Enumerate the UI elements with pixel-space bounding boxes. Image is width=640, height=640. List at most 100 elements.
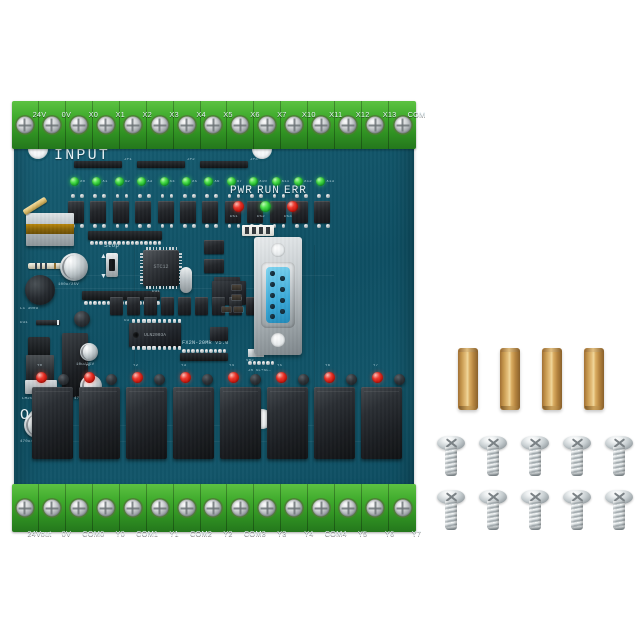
- terminal-screw-x4[interactable]: [174, 101, 201, 149]
- terminal-screw-y3[interactable]: [254, 484, 282, 532]
- terminal-screw-head[interactable]: [366, 116, 384, 134]
- terminal-screw-head[interactable]: [339, 116, 357, 134]
- terminal-screw-x5[interactable]: [201, 101, 228, 149]
- header-pad: [218, 349, 222, 353]
- terminal-screw-head[interactable]: [97, 116, 115, 134]
- terminal-screw-head[interactable]: [124, 499, 142, 517]
- terminal-screw-head[interactable]: [231, 499, 249, 517]
- input-optocoupler: [180, 201, 196, 223]
- terminal-screw-head[interactable]: [204, 116, 222, 134]
- terminal-screw-com4[interactable]: [308, 484, 336, 532]
- terminal-screw-head[interactable]: [258, 116, 276, 134]
- black-component-block: [62, 333, 88, 397]
- mcu-marking: STC12: [153, 264, 169, 271]
- terminal-screw-x1[interactable]: [93, 101, 120, 149]
- terminal-screw-head[interactable]: [70, 499, 88, 517]
- terminal-screw-head[interactable]: [70, 116, 88, 134]
- terminal-screw-com2[interactable]: [174, 484, 201, 532]
- terminal-screw-0v[interactable]: [39, 101, 66, 149]
- terminal-screw-head[interactable]: [97, 499, 115, 517]
- silkscreen-ref: JP2: [187, 158, 195, 162]
- qfp-pin: [179, 253, 182, 255]
- header-pad: [200, 349, 204, 353]
- terminal-screw-head[interactable]: [16, 116, 34, 134]
- terminal-screw-head[interactable]: [204, 499, 222, 517]
- terminal-screw-head[interactable]: [231, 116, 249, 134]
- terminal-screw-head[interactable]: [312, 499, 330, 517]
- solder-pad: [259, 224, 263, 228]
- terminal-screw-head[interactable]: [124, 116, 142, 134]
- terminal-screw-head[interactable]: [394, 116, 412, 134]
- white-connector-header: [242, 225, 274, 236]
- dip-pin: [167, 319, 172, 323]
- input-terminal-block[interactable]: [12, 101, 416, 149]
- db9-serial-connector[interactable]: [254, 237, 302, 355]
- terminal-screw-24v[interactable]: [12, 101, 39, 149]
- terminal-screw-x6[interactable]: [227, 101, 255, 149]
- terminal-screw-com0[interactable]: [66, 484, 93, 532]
- terminal-screw-y7[interactable]: [389, 484, 416, 532]
- terminal-screw-y2[interactable]: [201, 484, 228, 532]
- terminal-screw-head[interactable]: [178, 499, 196, 517]
- terminal-screw-x0[interactable]: [66, 101, 93, 149]
- terminal-screw-head[interactable]: [16, 499, 34, 517]
- output-optocoupler: [263, 297, 276, 315]
- terminal-screw-head[interactable]: [285, 116, 303, 134]
- terminal-screw-x12[interactable]: [335, 101, 363, 149]
- terminal-screw-head[interactable]: [43, 116, 61, 134]
- silkscreen-value: 470u/25V: [74, 397, 95, 401]
- input-led-label-x5: X5: [192, 180, 198, 184]
- screw-shaft: [613, 447, 625, 476]
- solder-pad: [160, 224, 165, 228]
- heatsink-tab: [25, 380, 57, 394]
- terminal-screw-head[interactable]: [312, 116, 330, 134]
- header-pad: [270, 361, 274, 365]
- terminal-screw-y1[interactable]: [147, 484, 174, 532]
- terminal-screw-y0[interactable]: [93, 484, 120, 532]
- solder-pad: [214, 194, 218, 198]
- header-pads: [248, 361, 274, 365]
- terminal-screw-y4[interactable]: [281, 484, 309, 532]
- run-stop-slide-switch[interactable]: [106, 253, 118, 277]
- terminal-screw-com3[interactable]: [227, 484, 255, 532]
- output-led-y6: [324, 372, 335, 383]
- screw-shaft: [613, 501, 625, 530]
- terminal-screw-x11[interactable]: [308, 101, 336, 149]
- terminal-label-y2: Y2: [223, 529, 233, 538]
- qfp-pin: [155, 247, 158, 250]
- terminal-screw-com[interactable]: [389, 101, 416, 149]
- output-optocoupler: [110, 297, 123, 315]
- qfp-pin: [155, 286, 158, 289]
- terminal-screw-head[interactable]: [43, 499, 61, 517]
- terminal-screw-head[interactable]: [394, 499, 412, 517]
- terminal-screw-x3[interactable]: [147, 101, 174, 149]
- terminal-screw-head[interactable]: [178, 116, 196, 134]
- terminal-screw-head[interactable]: [366, 499, 384, 517]
- terminal-screw-head[interactable]: [151, 116, 169, 134]
- terminal-screw-x10[interactable]: [281, 101, 309, 149]
- header-pad: [157, 241, 161, 245]
- terminal-screw-head[interactable]: [151, 499, 169, 517]
- terminal-screw-com1[interactable]: [120, 484, 147, 532]
- output-terminal-block[interactable]: [12, 484, 416, 532]
- terminal-screw-x13[interactable]: [362, 101, 390, 149]
- terminal-screw-0v[interactable]: [39, 484, 66, 532]
- solder-pad: [326, 194, 330, 198]
- silkscreen-ref: JP1: [124, 158, 132, 162]
- terminal-screw-head[interactable]: [258, 499, 276, 517]
- terminal-screw-24vout[interactable]: [12, 484, 39, 532]
- qfp-pin: [140, 253, 143, 255]
- terminal-screw-head[interactable]: [285, 499, 303, 517]
- terminal-screw-head[interactable]: [339, 499, 357, 517]
- silkscreen-value: 10u/25V: [76, 363, 95, 367]
- terminal-screw-x7[interactable]: [254, 101, 282, 149]
- screw-head: [605, 490, 633, 504]
- terminal-screw-y6[interactable]: [362, 484, 390, 532]
- terminal-label-y1: Y1: [169, 529, 179, 538]
- terminal-screw-y5[interactable]: [335, 484, 363, 532]
- output-optocoupler: [144, 297, 157, 315]
- output-led-label-y1: Y1: [85, 364, 91, 368]
- input-optocoupler: [135, 201, 152, 223]
- terminal-screw-x2[interactable]: [120, 101, 147, 149]
